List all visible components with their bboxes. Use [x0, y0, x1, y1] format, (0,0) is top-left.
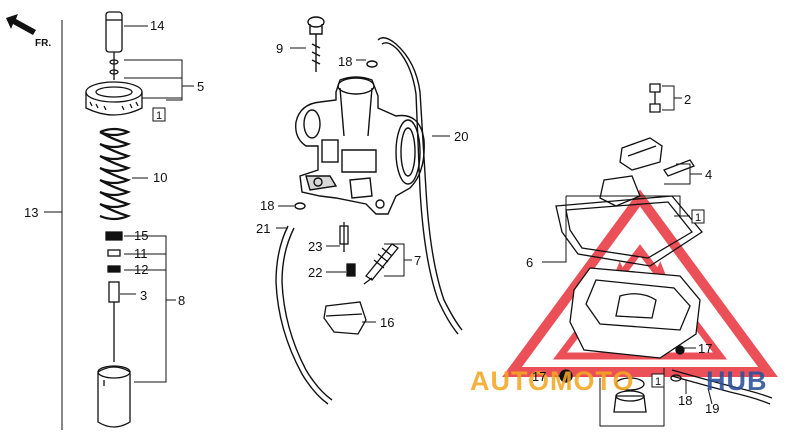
- part-21-hose: [275, 225, 329, 405]
- part-12-shape: [107, 265, 121, 273]
- callout-5: 5: [197, 79, 204, 94]
- front-label: FR.: [35, 38, 51, 49]
- carburetor-body: [295, 16, 425, 215]
- callout-10: 10: [153, 170, 167, 185]
- float-bowl-assembly: [555, 83, 773, 413]
- callout-18a: 18: [338, 54, 352, 69]
- part-17b-shape: [675, 345, 685, 355]
- watermark-text-orange: AUTOMOTO: [470, 366, 635, 396]
- callout-11: 11: [134, 246, 148, 261]
- callout-labels: 14 5 1 10 13 15 11 12 3 8 9 18 20 18 21 …: [24, 18, 719, 416]
- part-14-shape: [105, 11, 123, 53]
- callout-13: 13: [24, 205, 38, 220]
- part-18b-clip: [294, 202, 306, 210]
- part-3-shape: [108, 281, 120, 303]
- part-10-spring: [99, 127, 132, 221]
- callout-18c: 18: [678, 393, 692, 408]
- callout-12: 12: [134, 262, 148, 277]
- watermark-text: AUTOMOTO HUB: [470, 366, 768, 396]
- callout-23: 23: [308, 239, 322, 254]
- callout-17b: 17: [698, 341, 712, 356]
- callout-1b-box: [691, 209, 705, 224]
- callout-4: 4: [705, 167, 712, 182]
- callout-6: 6: [526, 255, 533, 270]
- hoses: [275, 37, 463, 405]
- watermark-triangle-outer: [502, 189, 778, 377]
- part-15-shape: [105, 231, 123, 241]
- float-bowl-shape: [569, 267, 701, 359]
- watermark-text-blue: HUB: [706, 366, 768, 396]
- callout-14: 14: [150, 18, 164, 33]
- part-9-shape: [307, 16, 325, 72]
- callout-lines-right: [542, 85, 713, 427]
- callout-2: 2: [684, 92, 691, 107]
- part-11-shape: [107, 249, 121, 257]
- callout-7: 7: [414, 253, 421, 268]
- part-18a-clip: [366, 60, 378, 68]
- callout-1c-box: [651, 373, 665, 388]
- callout-lines-left: [44, 20, 194, 430]
- part-22-shape: [346, 263, 356, 277]
- callout-20: 20: [454, 129, 468, 144]
- callout-1a: 1: [156, 110, 162, 122]
- part-2-shape: [649, 83, 661, 113]
- callout-1c: 1: [655, 376, 661, 388]
- callout-lines-middle: [276, 47, 450, 323]
- callout-21: 21: [256, 221, 270, 236]
- callout-19: 19: [705, 401, 719, 416]
- part-5-shape: [85, 81, 143, 103]
- part-19-hose: [671, 375, 771, 405]
- part-20-hose: [377, 37, 463, 331]
- part-8-shape: [97, 366, 131, 428]
- callout-8: 8: [178, 293, 185, 308]
- callout-3: 3: [140, 288, 147, 303]
- part-16-shape: [323, 301, 367, 335]
- callout-16: 16: [380, 315, 394, 330]
- drain-washer: [615, 377, 645, 391]
- front-arrow-icon: [6, 14, 36, 35]
- callout-22: 22: [308, 265, 322, 280]
- jets-group: [323, 222, 399, 335]
- callout-17a: 17: [532, 369, 546, 384]
- callout-1b: 1: [695, 212, 701, 224]
- callout-9: 9: [276, 41, 283, 56]
- slide-assembly: [85, 11, 143, 428]
- part-4-shape: [619, 137, 663, 171]
- callout-15: 15: [134, 228, 148, 243]
- callout-18b: 18: [260, 198, 274, 213]
- callout-1a-box: [152, 107, 166, 122]
- part-7-shape: [365, 243, 399, 281]
